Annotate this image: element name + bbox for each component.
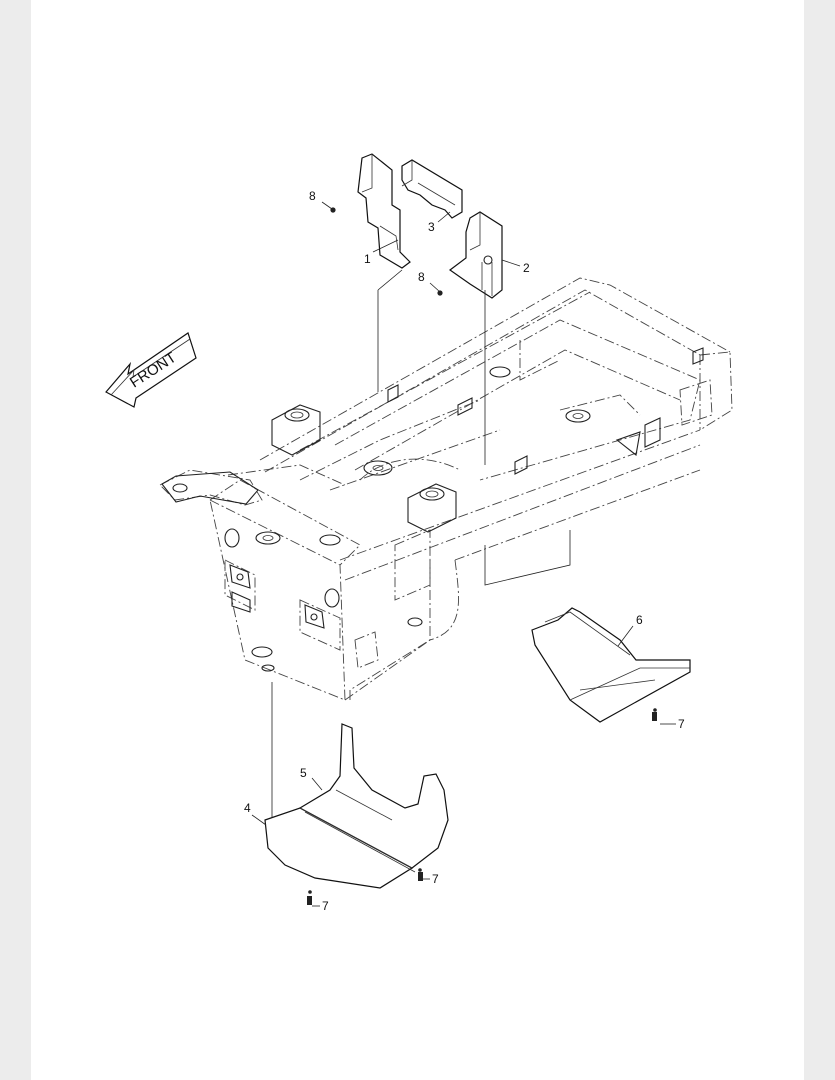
front-direction-arrow: FRONT [105,332,197,408]
part-3-cover-plate [401,159,463,219]
callout-7-side-cover: 7 [678,717,685,731]
callout-labels: 1 2 3 4 5 6 7 7 7 8 8 [244,189,685,913]
callout-1: 1 [364,252,371,266]
callout-8-upper: 8 [309,189,316,203]
frame-details [161,347,704,672]
hardware-bolts [307,207,657,905]
part-6-side-cover [531,607,691,723]
callout-7-belly-right: 7 [432,872,439,886]
callout-5: 5 [300,766,307,780]
part-5-belly-pan [298,723,449,873]
leader-lines [251,201,676,907]
main-frame-outline [159,277,733,701]
callout-6: 6 [636,613,643,627]
callout-4: 4 [244,801,251,815]
part-2-shield-plate [448,211,503,299]
callout-2: 2 [523,261,530,275]
callout-8-lower: 8 [418,270,425,284]
callout-3: 3 [428,220,435,234]
callout-7-belly-left: 7 [322,899,329,913]
part-1-shield-plate [357,153,411,269]
